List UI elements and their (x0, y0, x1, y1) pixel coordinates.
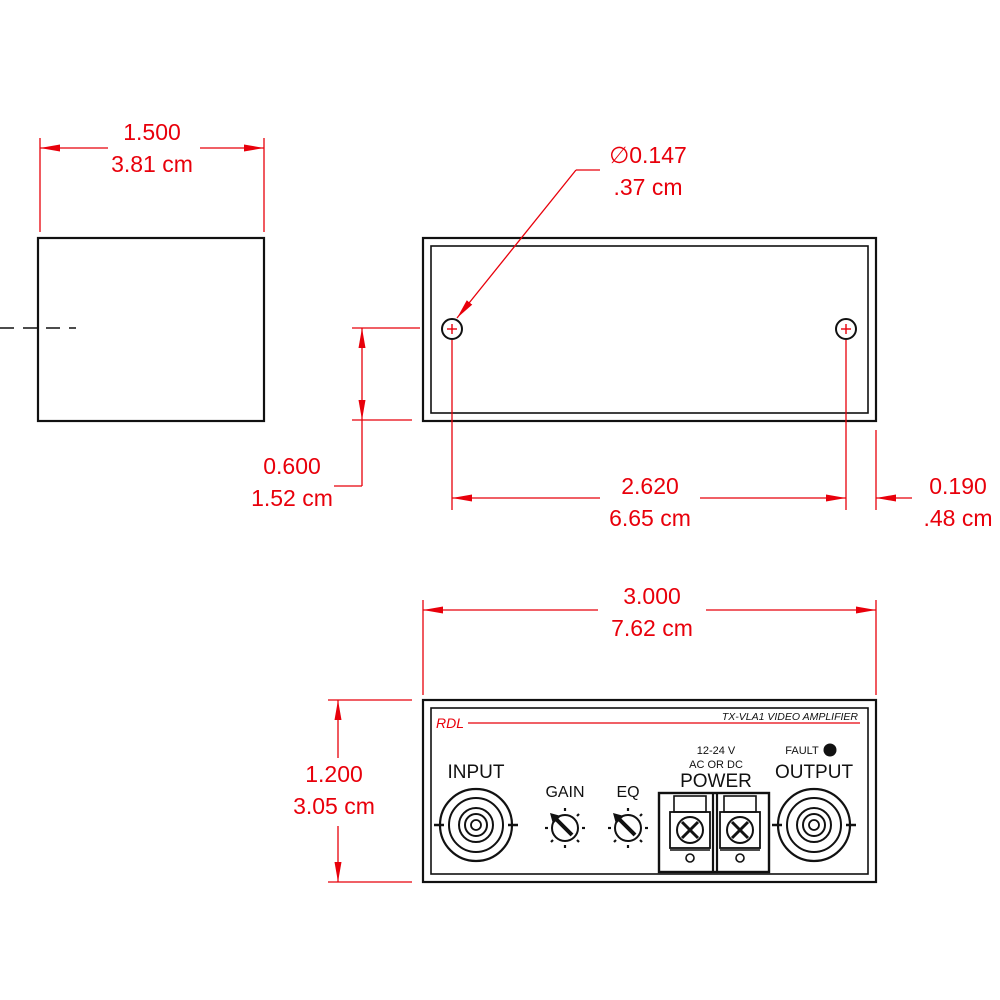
front-panel-outer (421, 698, 878, 884)
side-view-outline (36, 236, 266, 423)
hole-height-cm: 1.52 cm (251, 485, 333, 511)
voltage-label: 12-24 V (697, 745, 736, 757)
bnc-connector-icon (772, 787, 856, 863)
input-label: INPUT (448, 762, 505, 783)
led-indicator-icon (823, 743, 837, 757)
hole-diameter-inches: 0.147 (629, 142, 687, 168)
rear-view-inner (430, 245, 869, 414)
dim-hole-spacing: 2.620 6.65 cm (451, 340, 847, 531)
side-view (0, 236, 266, 423)
mounting-hole-icon (835, 318, 857, 340)
front-panel: RDL TX-VLA1 VIDEO AMPLIFIER INPUT GAIN (421, 698, 878, 884)
dim-edge-offset: 0.190 .48 cm (875, 430, 993, 531)
hole-diameter-cm: .37 cm (613, 174, 682, 200)
mounting-hole-icon (441, 318, 463, 340)
front-height-inches: 1.200 (305, 761, 363, 787)
trim-pot-icon (608, 808, 648, 848)
eq-label: EQ (616, 784, 639, 801)
hole-spacing-inches: 2.620 (621, 473, 679, 499)
side-width-inches: 1.500 (123, 119, 181, 145)
front-panel-inner (430, 707, 869, 875)
hole-height-inches: 0.600 (263, 453, 321, 479)
edge-offset-cm: .48 cm (923, 505, 992, 531)
ac-dc-label: AC OR DC (689, 759, 743, 771)
rear-view (421, 236, 878, 423)
gain-label: GAIN (545, 784, 584, 801)
bnc-connector-icon (434, 787, 518, 863)
dim-front-height: 1.200 3.05 cm (293, 699, 412, 883)
dim-front-width: 3.000 7.62 cm (422, 583, 877, 695)
dim-hole-height: 0.600 1.52 cm (251, 327, 420, 511)
output-label: OUTPUT (775, 762, 854, 783)
svg-text:∅0.147: ∅0.147 (609, 142, 687, 168)
edge-offset-inches: 0.190 (929, 473, 987, 499)
fault-label: FAULT (785, 745, 819, 757)
dim-side-width: 1.500 3.81 cm (39, 119, 265, 232)
side-width-cm: 3.81 cm (111, 151, 193, 177)
rear-view-outer (421, 236, 878, 423)
dim-hole-diameter: ∅0.147 .37 cm (456, 142, 687, 319)
power-label: POWER (680, 771, 752, 792)
front-width-cm: 7.62 cm (611, 615, 693, 641)
hole-spacing-cm: 6.65 cm (609, 505, 691, 531)
front-width-inches: 3.000 (623, 583, 681, 609)
model-label: TX-VLA1 VIDEO AMPLIFIER (722, 711, 859, 723)
hole-diameter-symbol: ∅ (609, 142, 629, 168)
trim-pot-icon (545, 808, 585, 848)
screw-terminal-icon (657, 791, 771, 874)
brand-logo: RDL (436, 715, 464, 731)
front-height-cm: 3.05 cm (293, 793, 375, 819)
